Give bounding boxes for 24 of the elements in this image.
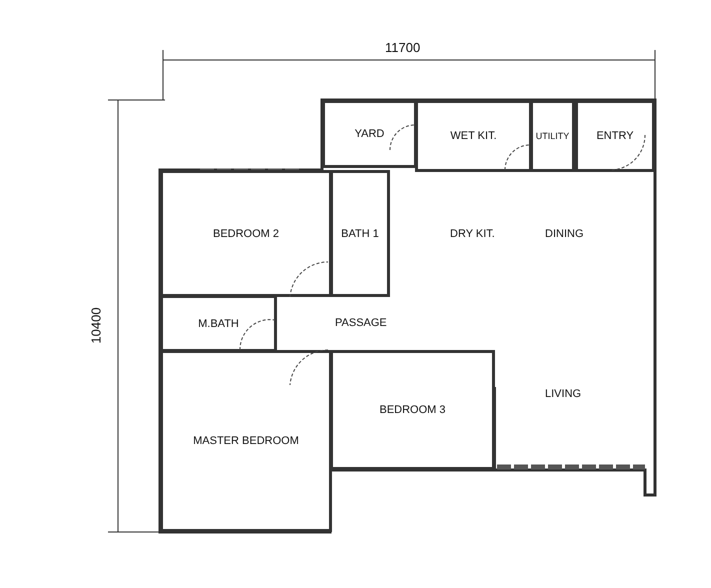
room	[575, 100, 655, 172]
room	[160, 170, 332, 297]
room-name: BEDROOM 3	[379, 404, 446, 416]
room-name: PASSAGE	[335, 317, 387, 329]
room	[160, 350, 332, 532]
dimension-text: 11700	[385, 40, 420, 55]
room	[322, 100, 417, 168]
room	[330, 350, 495, 470]
room-name: DINING	[545, 228, 584, 240]
room-name: YARD	[354, 128, 384, 140]
room	[330, 170, 390, 297]
room-name: ENTRY	[596, 130, 634, 142]
room	[160, 295, 277, 352]
room	[415, 100, 532, 172]
room-name: BATH 1	[341, 228, 379, 240]
room-name: MASTER BEDROOM	[193, 435, 299, 447]
room	[530, 100, 575, 172]
room-name: M.BATH	[198, 318, 239, 330]
room-name: UTILITY	[536, 131, 570, 141]
room-name: BEDROOM 2	[212, 228, 279, 240]
room-name: DRY KIT.	[450, 228, 495, 240]
dimension-text: 10400	[88, 307, 104, 344]
room-name: LIVING	[545, 388, 582, 400]
room-name: WET KIT.	[450, 130, 497, 142]
